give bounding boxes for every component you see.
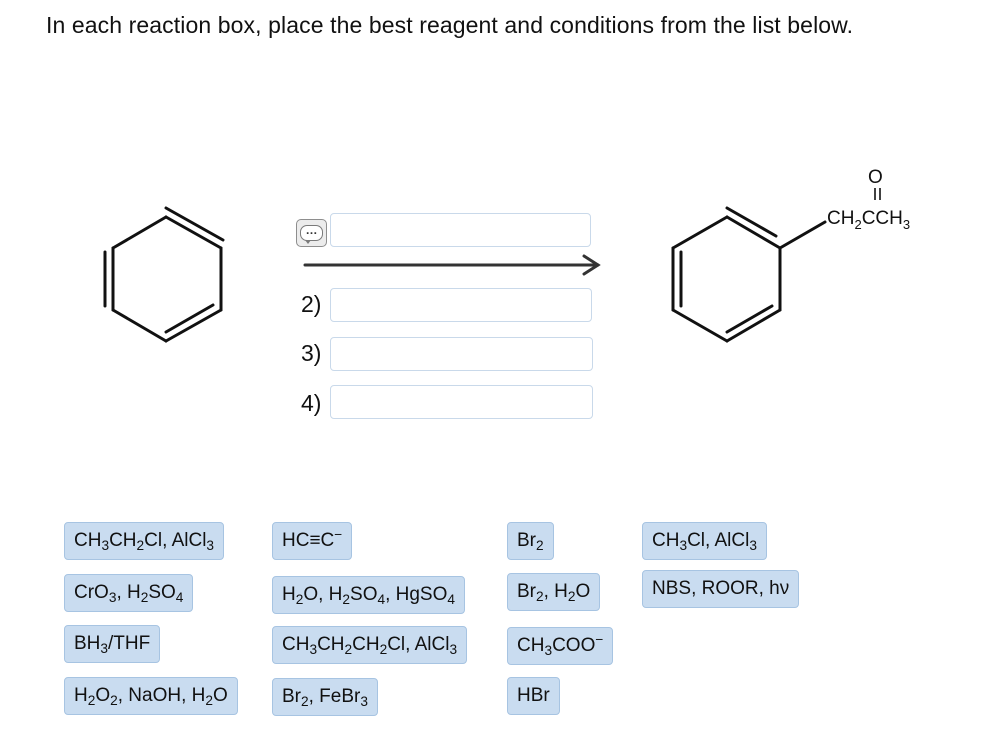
reaction-arrow xyxy=(303,254,601,276)
step-label-3: 3) xyxy=(301,340,322,366)
reagent-chip[interactable]: H2O2, NaOH, H2O xyxy=(64,677,238,715)
reagent-chip[interactable]: Br2 xyxy=(507,522,554,560)
instruction-text: In each reaction box, place the best rea… xyxy=(46,12,854,38)
product-side-chain: CH2CCH3 xyxy=(827,208,910,232)
reagent-chip[interactable]: H2O, H2SO4, HgSO4 xyxy=(272,576,465,614)
reagent-chip[interactable]: CrO3, H2SO4 xyxy=(64,574,194,612)
benzene-product-ring xyxy=(671,206,827,343)
comment-icon: … xyxy=(300,224,323,244)
reagent-chip[interactable]: CH3CH2Cl, AlCl3 xyxy=(64,522,225,560)
oxygen-label: O xyxy=(868,167,883,188)
reagent-dropbox-4[interactable] xyxy=(330,385,593,419)
reagent-dropbox-2[interactable] xyxy=(330,288,592,322)
reagent-chip[interactable]: CH3CH2CH2Cl, AlCl3 xyxy=(272,626,468,664)
reagent-dropbox-1[interactable] xyxy=(330,213,591,247)
reagent-chip[interactable]: BH3/THF xyxy=(64,625,161,663)
reagent-chip[interactable]: NBS, ROOR, hν xyxy=(642,570,800,608)
reagent-chip[interactable]: HBr xyxy=(507,677,560,715)
reagent-chip[interactable]: HC≡C− xyxy=(272,522,353,560)
reagent-chip[interactable]: CH3Cl, AlCl3 xyxy=(642,522,767,560)
step-label-4: 4) xyxy=(301,390,322,416)
comment-button[interactable]: … xyxy=(296,219,327,247)
reagent-chip[interactable]: Br2, FeBr3 xyxy=(272,678,378,716)
carbonyl-bond xyxy=(874,188,881,200)
step-label-2: 2) xyxy=(301,291,322,317)
reagent-chip[interactable]: Br2, H2O xyxy=(507,573,601,611)
reagent-dropbox-3[interactable] xyxy=(330,337,593,371)
benzene-reactant xyxy=(103,206,225,343)
reagent-chip[interactable]: CH3COO− xyxy=(507,627,614,665)
